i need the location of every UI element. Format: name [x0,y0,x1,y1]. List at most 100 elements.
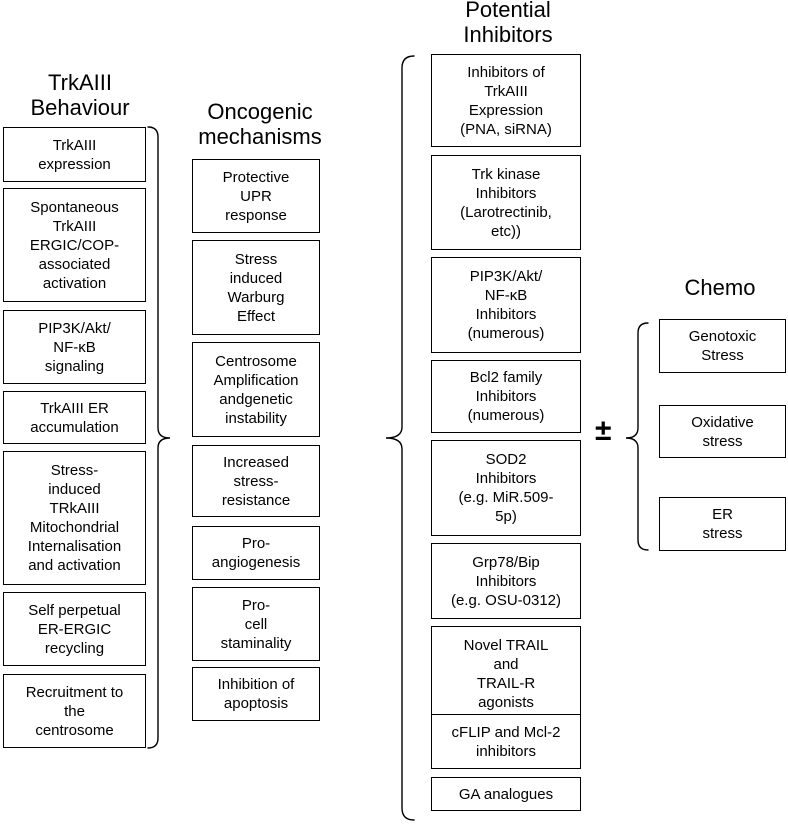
box-line: Inhibitors [475,388,537,405]
box-line: activation [42,274,107,292]
box-line: Amplification [213,371,299,389]
box-line: NF-κB [484,287,528,304]
box-line: Inhibitors [475,306,537,323]
box-line: resistance [221,491,291,509]
box-line: angiogenesis [211,554,301,571]
box-line: Internalisation [27,538,122,555]
box-line: Genotoxic [688,328,757,345]
header-line: TrkAIII [48,70,112,95]
box-line: instability [225,409,287,427]
box-line: Centrosome [215,352,297,370]
plus-minus-sign: ± [595,414,612,447]
header-line: mechanisms [198,124,322,149]
box-line: SOD2 [485,451,527,468]
box-line: PIP3K/Akt/ [38,319,111,337]
box-line: agonists [478,693,534,711]
box-line: 5p) [495,508,517,525]
box-line: Pro- [241,596,271,614]
box-line: Expression [468,101,544,119]
box-line: the [64,702,85,720]
box-line: NF-κB [53,338,96,356]
box-line: (e.g. OSU-0312) [450,591,562,609]
box-line: (e.g. MiR.509- [458,489,554,506]
box-line: Inhibitors [475,184,537,202]
inhibitor-box: PIP3K/Akt/NF-κB Inhibitors (numerous) [431,257,581,353]
box-line: recycling [44,639,105,657]
box-line: inhibitors [475,742,537,760]
header-line: Oncogenic [207,99,313,124]
brace-chemo [625,322,649,551]
chemo-box: ER stress [659,497,786,551]
box-line: cell [244,615,268,633]
box-line: (Larotrectinib, [460,203,552,221]
box-line: expression [38,155,111,173]
box-line: Warburg [227,288,285,306]
header-line: Chemo [684,275,756,300]
brace-inhibitors [385,55,415,821]
box-line: (numerous) [467,325,545,342]
box-line: induced [229,269,283,287]
box-line: Mitochondrial [29,519,120,536]
box-line: Stress [234,250,278,268]
box-line: Oxidative [691,413,754,431]
inhibitor-box: GA analogues [431,777,581,811]
box-line: TrkAIII [52,136,97,154]
box-line: stress [702,432,743,450]
box-line: Pro- [241,535,271,552]
box-line: TrkAIII ER [40,399,109,417]
box-line: Stress [701,347,744,364]
box-line: andgenetic [219,390,293,408]
box-line: accumulation [30,418,119,436]
box-line: PIP3K/Akt/ [469,268,543,285]
box-line: centrosome [35,721,114,739]
box-line: Bcl2 family [469,369,543,386]
box-line: TRkAIII [49,500,100,517]
header-line: Inhibitors [463,22,553,47]
box-line: associated [38,255,111,273]
box-line: stress- [233,472,279,490]
box-line: UPR [240,187,272,205]
box-line: GA analogues [458,785,554,803]
box-line: Inhibitors [475,572,537,590]
header-line: Behaviour [30,95,130,120]
box-line: Spontaneous [30,198,119,216]
box-line: Protective [222,168,290,186]
box-line: stress [702,525,743,542]
box-line: TRAIL-R [476,674,536,692]
box-line: Self perpetual [28,601,121,619]
box-line: response [225,206,287,224]
box-line: ER [712,506,733,523]
box-line: Recruitment to [25,683,124,701]
box-line: Stress- [50,462,99,479]
mechanism-box: Pro-angiogenesis [192,526,320,580]
box-line: etc)) [491,222,521,240]
box-line: Inhibition of [217,676,295,693]
box-line: cFLIP and Mcl-2 [451,723,561,741]
box-line: TrkAIII [52,217,97,235]
box-line: induced [48,481,101,498]
box-line: (PNA, siRNA) [460,120,552,138]
box-line: Effect [236,307,276,325]
box-line: TrkAIII [484,82,528,100]
